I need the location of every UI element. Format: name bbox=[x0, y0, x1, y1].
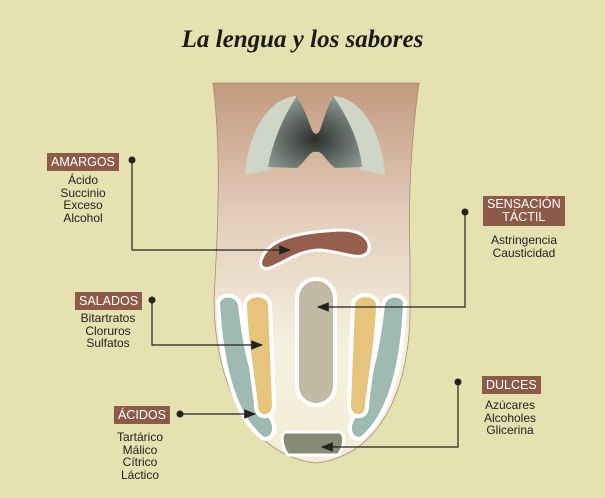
amargos-dot bbox=[128, 156, 136, 164]
salados-list: Bitartratos Cloruros Sulfatos bbox=[68, 312, 148, 350]
diagram-title: La lengua y los sabores bbox=[181, 26, 424, 53]
amargos-leader bbox=[131, 160, 292, 255]
list-item: Azúcares bbox=[484, 398, 536, 412]
list-item: Astringencia bbox=[490, 233, 558, 247]
list-item: Cloruros bbox=[85, 323, 131, 338]
amargos-list: Ácido Succinio Exceso Alcohol bbox=[43, 174, 123, 224]
list-item: Cítrico bbox=[122, 455, 158, 470]
salados-label: SALADOS bbox=[75, 292, 143, 310]
bitter-zone bbox=[259, 228, 371, 270]
sensacion-list: Astringencia Causticidad bbox=[483, 234, 565, 259]
list-item: Láctico bbox=[120, 467, 160, 482]
list-item: Sulfatos bbox=[86, 336, 130, 351]
acidos-label: ÁCIDOS bbox=[114, 406, 170, 424]
dulces-dot bbox=[454, 378, 462, 386]
sensacion-label-line1: SENSACIÓN bbox=[487, 197, 561, 211]
dulces-list: Azúcares Alcoholes Glicerina bbox=[470, 399, 550, 437]
list-item: Causticidad bbox=[492, 245, 556, 260]
list-item: Glicerina bbox=[486, 423, 534, 438]
list-item: Bitartratos bbox=[80, 311, 136, 325]
amargos-label: AMARGOS bbox=[47, 153, 119, 171]
list-item: Alcoholes bbox=[483, 410, 537, 425]
sensacion-label: SENSACIÓN TÁCTIL bbox=[483, 196, 565, 226]
sensacion-dot bbox=[461, 208, 469, 216]
list-item: Exceso bbox=[63, 198, 103, 213]
tactile-zone bbox=[295, 277, 337, 407]
acidos-list: Tartárico Málico Cítrico Láctico bbox=[100, 431, 180, 481]
list-item: Málico bbox=[122, 442, 158, 457]
sensacion-leader bbox=[316, 212, 466, 312]
throat-dark bbox=[268, 96, 362, 168]
list-item: Tartárico bbox=[116, 430, 163, 444]
salados-leader bbox=[151, 300, 264, 350]
list-item: Ácido bbox=[67, 173, 99, 187]
salty-zone-left bbox=[242, 293, 277, 419]
dulces-label: DULCES bbox=[482, 376, 541, 394]
sensacion-label-line2: TÁCTIL bbox=[502, 210, 546, 224]
list-item: Alcohol bbox=[63, 210, 103, 225]
list-item: Succinio bbox=[60, 185, 106, 200]
sweet-zone bbox=[280, 430, 346, 457]
salados-dot bbox=[148, 296, 156, 304]
acidos-dot bbox=[176, 410, 184, 418]
dulces-leader bbox=[320, 382, 459, 452]
salty-zone-right bbox=[346, 293, 381, 419]
